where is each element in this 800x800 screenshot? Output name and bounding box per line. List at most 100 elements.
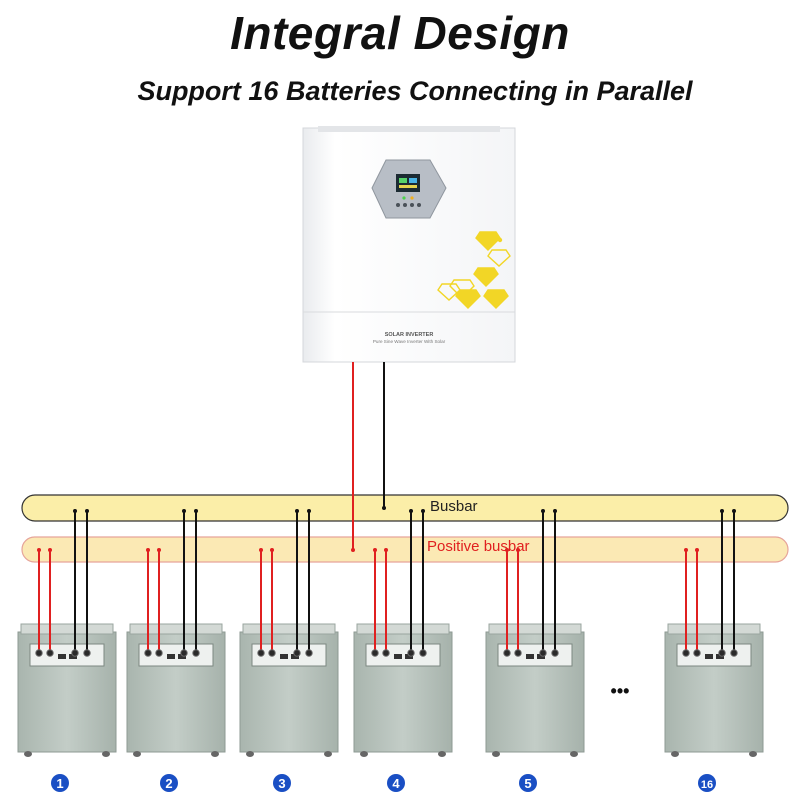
battery-unit: 5 — [485, 509, 585, 792]
positive-connection-dot — [516, 548, 520, 552]
negative-connection-dot — [553, 509, 557, 513]
positive-terminal — [503, 649, 511, 657]
battery-number-badge — [698, 774, 716, 792]
positive-terminal — [268, 649, 276, 657]
negative-connection-dot — [720, 509, 724, 513]
negative-terminal — [718, 649, 726, 657]
battery-number-badge — [51, 774, 69, 792]
positive-terminal — [371, 649, 379, 657]
busbar-label: Busbar — [430, 498, 478, 515]
terminal-panel — [365, 643, 441, 667]
battery-top — [356, 623, 450, 635]
terminal-panel — [138, 643, 214, 667]
battery-unit: 1 — [17, 509, 117, 792]
battery-port — [167, 654, 175, 659]
battery-number: 1 — [56, 776, 63, 791]
negative-terminal — [192, 649, 200, 657]
negative-connection-dot — [541, 509, 545, 513]
battery-number-badge — [273, 774, 291, 792]
battery-group: 1 2 3 4 5 16 — [17, 509, 764, 792]
positive-terminal — [257, 649, 265, 657]
battery-port — [291, 654, 299, 659]
battery-wheel — [211, 751, 219, 757]
display-panel — [371, 159, 447, 219]
positive-terminal — [155, 649, 163, 657]
battery-number: 4 — [392, 776, 400, 791]
negative-connection-dot — [73, 509, 77, 513]
negative-connection-dot — [421, 509, 425, 513]
battery-number-badge — [160, 774, 178, 792]
battery-number: 5 — [524, 776, 531, 791]
positive-connection-dot — [270, 548, 274, 552]
battery-wheel — [438, 751, 446, 757]
terminal-panel — [676, 643, 752, 667]
battery-top — [242, 623, 336, 635]
inverter-sublabel: Pure Sine Wave Inverter With Solar — [373, 339, 446, 344]
battery-number: 2 — [165, 776, 172, 791]
positive-connection-dot — [157, 548, 161, 552]
negative-connection-dot — [307, 509, 311, 513]
battery-port — [716, 654, 724, 659]
battery-top — [20, 623, 114, 635]
battery-port — [537, 654, 545, 659]
battery-number-badge — [387, 774, 405, 792]
positive-terminal — [382, 649, 390, 657]
negative-terminal — [539, 649, 547, 657]
solar-inverter: SOLAR INVERTER Pure Sine Wave Inverter W… — [302, 126, 516, 363]
battery-wheel — [102, 751, 110, 757]
positive-connection-dot — [695, 548, 699, 552]
battery-top — [129, 623, 223, 635]
battery-wheel — [671, 751, 679, 757]
more-batteries-ellipsis: ••• — [611, 681, 630, 701]
page-subtitle: Support 16 Batteries Connecting in Paral… — [137, 76, 693, 106]
battery-top — [488, 623, 582, 635]
battery-wheel — [24, 751, 32, 757]
positive-connection-dot — [37, 548, 41, 552]
terminal-panel — [251, 643, 327, 667]
positive-terminal — [693, 649, 701, 657]
negative-terminal — [83, 649, 91, 657]
battery-port — [405, 654, 413, 659]
negative-terminal — [180, 649, 188, 657]
battery-wheel — [360, 751, 368, 757]
positive-connection-dot — [505, 548, 509, 552]
battery-wheel — [246, 751, 254, 757]
battery-wheel — [570, 751, 578, 757]
positive-busbar: Positive busbar — [21, 536, 789, 563]
battery-unit: 2 — [126, 509, 226, 792]
positive-terminal — [682, 649, 690, 657]
negative-terminal — [730, 649, 738, 657]
battery-wheel — [324, 751, 332, 757]
battery-port — [178, 654, 186, 659]
battery-number: 16 — [701, 779, 713, 791]
positive-terminal — [46, 649, 54, 657]
battery-port — [69, 654, 77, 659]
inverter-label: SOLAR INVERTER — [385, 332, 434, 338]
negative-terminal — [419, 649, 427, 657]
battery-unit: 16 — [664, 509, 764, 792]
positive-connection-dot — [48, 548, 52, 552]
battery-port — [526, 654, 534, 659]
negative-terminal — [293, 649, 301, 657]
terminal-panel — [29, 643, 105, 667]
battery-port — [58, 654, 66, 659]
page-title: Integral Design — [230, 7, 570, 59]
negative-busbar: Busbar — [21, 494, 789, 522]
positive-connection-dot — [373, 548, 377, 552]
positive-busbar-label: Positive busbar — [427, 538, 530, 555]
diamond-icons — [437, 231, 511, 309]
negative-connection-dot — [194, 509, 198, 513]
positive-connection-dot — [259, 548, 263, 552]
negative-terminal — [407, 649, 415, 657]
battery-unit: 3 — [239, 509, 339, 792]
positive-connection-dot — [384, 548, 388, 552]
battery-number-badge — [519, 774, 537, 792]
battery-wheel — [133, 751, 141, 757]
negative-connection-dot — [409, 509, 413, 513]
positive-connection-dot — [684, 548, 688, 552]
terminal-panel — [497, 643, 573, 667]
battery-wheel — [492, 751, 500, 757]
positive-terminal — [35, 649, 43, 657]
battery-unit: 4 — [353, 509, 453, 792]
